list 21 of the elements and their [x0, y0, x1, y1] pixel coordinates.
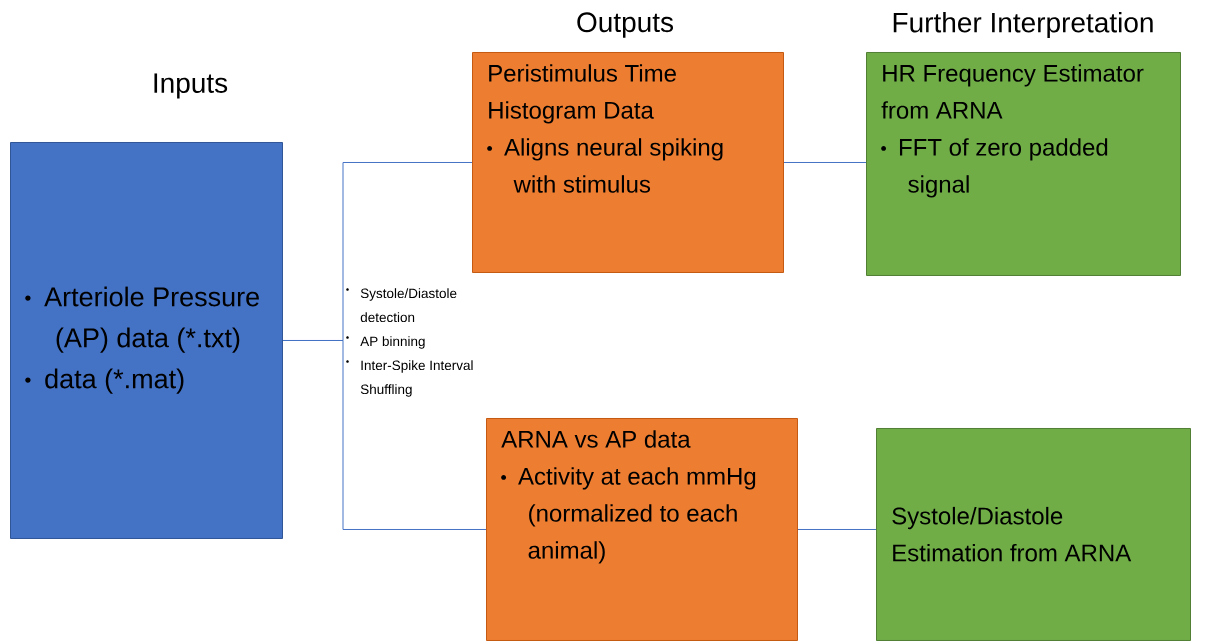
heading-text: ARNA vs AP data — [501, 430, 691, 448]
bullet-note: Systole/Diastole detection — [360, 288, 457, 323]
column-heading: Inputs — [154, 73, 228, 99]
bullet-text: FFT of zero padded signal — [900, 138, 1108, 198]
connector-line — [797, 529, 877, 530]
bullet-text: data (*.mat) — [45, 368, 184, 394]
interpretation-box — [876, 428, 1191, 641]
heading-text: Systole/Diastole Estimation from ARNA — [892, 506, 1132, 562]
output-box — [486, 418, 798, 641]
bullet-text: Activity at each mmHg (normalized to each animal) — [518, 467, 756, 564]
output-box — [472, 52, 784, 273]
input-box — [10, 142, 283, 539]
bullet-note: Inter-Spike Interval Shuffling — [360, 360, 473, 397]
bullet-text: Arteriole Pressure (AP) data (*.txt) — [44, 286, 259, 353]
connector-line — [282, 340, 487, 530]
connector-line — [783, 162, 867, 163]
bullet-text: Aligns neural spiking with stimulus — [504, 138, 723, 193]
heading-text: Peristimulus Time Histogram Data — [489, 64, 676, 124]
heading-text: HR Frequency Estimator from ARNA — [881, 64, 1144, 119]
interpretation-box — [866, 52, 1181, 276]
bullet-note: AP binning — [360, 336, 425, 349]
